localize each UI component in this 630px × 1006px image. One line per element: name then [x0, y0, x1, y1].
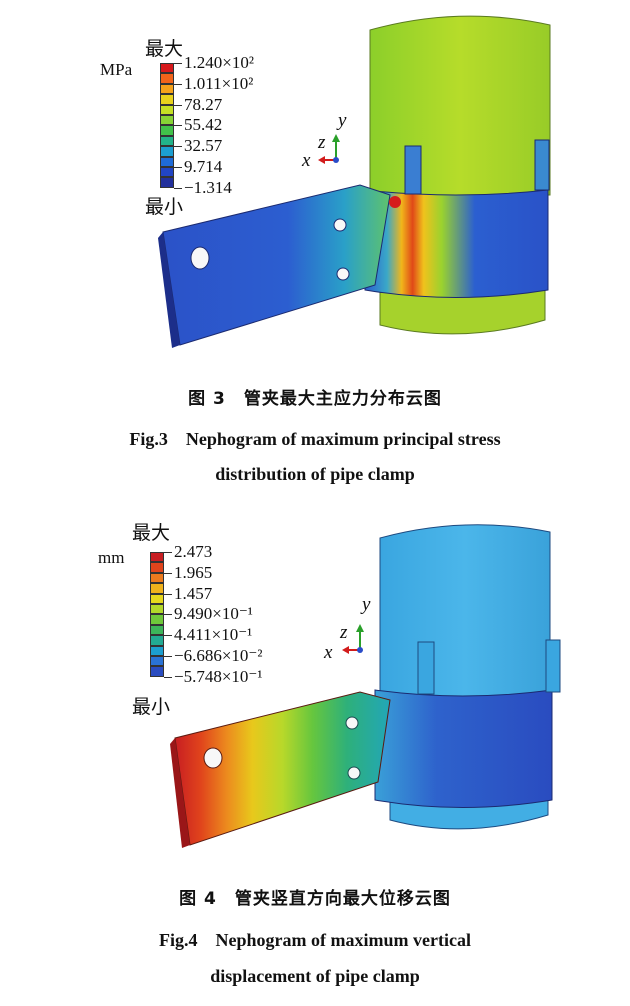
legend-tick-label: 9.490×10⁻¹: [174, 604, 253, 624]
legend-color-cell: [150, 655, 164, 667]
legend-tick-mark: [174, 125, 182, 127]
legend-color-cell: [150, 562, 164, 573]
legend-color-cell: [160, 146, 174, 157]
legend-tick-mark: [174, 104, 182, 106]
legend-tick-mark: [174, 167, 182, 168]
legend-tick-mark: [174, 83, 182, 85]
legend-max-label: 最大: [132, 522, 171, 544]
figure-caption-cn: 图 4 管夹竖直方向最大位移云图: [179, 889, 451, 909]
axis-label-z: z: [340, 622, 348, 643]
legend-min-label: 最小: [145, 196, 184, 218]
legend-color-cell: [150, 645, 164, 656]
axis-label-z: z: [318, 132, 326, 153]
legend-tick-mark: [164, 552, 172, 553]
color-legend-bar: [150, 552, 164, 677]
legend-color-cell: [150, 593, 164, 604]
legend-tick-mark: [164, 676, 172, 678]
axis-label-y: y: [338, 110, 347, 131]
legend-tick-mark: [164, 614, 172, 616]
legend-unit: mm: [98, 548, 125, 567]
legend-tick-label: 55.42: [184, 115, 223, 135]
legend-color-cell: [160, 166, 174, 178]
stress-nephogram-image: [158, 15, 551, 348]
legend-color-cell: [160, 156, 174, 167]
legend-color-cell: [150, 583, 164, 594]
legend-tick-label: 1.457: [174, 583, 213, 603]
legend-tick-mark: [174, 63, 182, 64]
legend-color-cell: [160, 114, 174, 126]
axis-label-y: y: [362, 594, 371, 615]
legend-color-cell: [150, 635, 164, 646]
axis-label-x: x: [324, 642, 333, 663]
color-legend-bar: [160, 63, 174, 188]
legend-tick-mark: [174, 146, 182, 148]
legend-tick-label: 2.473: [174, 542, 213, 561]
figure-caption-en-line1: Fig.3 Nephogram of maximum principal str…: [129, 429, 501, 449]
legend-tick-label: −5.748×10⁻¹: [174, 666, 263, 686]
legend-tick-mark: [164, 635, 172, 637]
legend-color-cell: [160, 94, 174, 105]
legend-color-cell: [160, 104, 174, 115]
legend-tick-label: 78.27: [184, 94, 223, 114]
figure-caption-cn: 图 3 管夹最大主应力分布云图: [188, 389, 442, 409]
legend-tick-label: −1.314: [184, 177, 232, 197]
legend-color-cell: [150, 614, 164, 625]
legend-tick-label: 4.411×10⁻¹: [174, 625, 253, 645]
legend-color-cell: [160, 73, 174, 84]
legend-color-cell: [150, 572, 164, 584]
legend-color-cell: [160, 83, 174, 95]
legend-tick-mark: [174, 187, 182, 189]
displacement-nephogram-image: [170, 524, 561, 848]
legend-tick-label: 1.011×10²: [184, 73, 254, 93]
legend-color-cell: [150, 624, 164, 636]
axis-label-x: x: [302, 150, 311, 171]
legend-min-label: 最小: [132, 696, 171, 718]
legend-max-label: 最大: [145, 38, 184, 60]
legend-tick-label: −6.686×10⁻²: [174, 646, 263, 665]
legend-color-cell: [160, 63, 174, 74]
legend-unit: MPa: [100, 60, 133, 79]
figure-caption-en-line1: Fig.4 Nephogram of maximum vertical: [159, 930, 471, 950]
legend-color-cell: [160, 125, 174, 136]
legend-tick-mark: [164, 572, 172, 574]
figure-caption-en-line2: distribution of pipe clamp: [215, 464, 415, 484]
legend-color-cell: [160, 135, 174, 147]
legend-tick-mark: [164, 656, 172, 657]
legend-color-cell: [150, 666, 164, 677]
legend-tick-label: 32.57: [184, 136, 223, 156]
legend-tick-label: 1.965: [174, 562, 213, 582]
legend-color-cell: [150, 552, 164, 563]
legend-tick-mark: [164, 593, 172, 595]
figure-caption-en-line2: displacement of pipe clamp: [210, 966, 420, 986]
legend-tick-label: 9.714: [184, 157, 223, 176]
legend-color-cell: [150, 603, 164, 615]
legend-tick-label: 1.240×10²: [184, 53, 254, 72]
legend-color-cell: [160, 177, 174, 188]
